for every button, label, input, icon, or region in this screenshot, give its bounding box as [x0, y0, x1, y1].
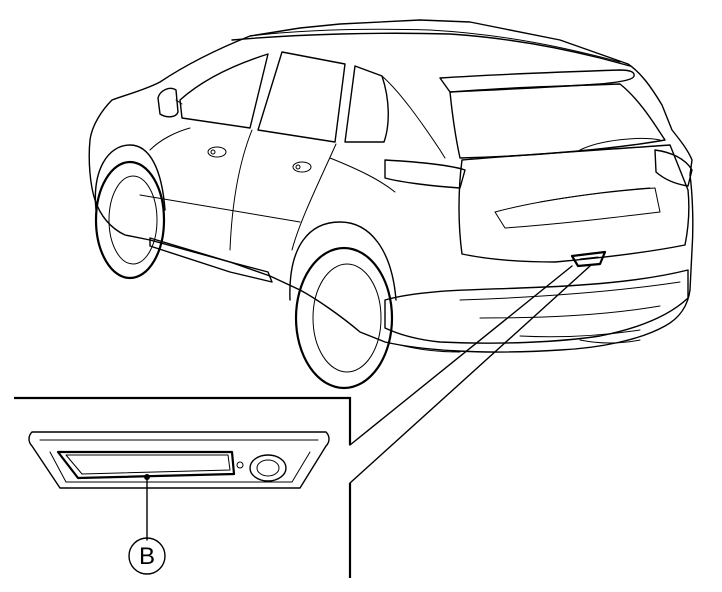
- callout-b-label: B: [128, 537, 166, 575]
- zoom-callout-lines: [349, 265, 591, 484]
- side-window-middle: [257, 51, 346, 143]
- callout-line-lower: [349, 265, 591, 484]
- rear-door-seam: [291, 143, 337, 251]
- rear-wheel-arch: [289, 221, 397, 301]
- side-window-front: [179, 53, 269, 129]
- rear-lamp-right: [654, 149, 693, 187]
- callout-b-pointer: [144, 474, 150, 541]
- side-mirror: [157, 87, 179, 118]
- vehicle-illustration: [88, 19, 694, 390]
- side-window-rear: [344, 65, 389, 143]
- callout-b-text: B: [139, 543, 155, 570]
- rear-wheel: [294, 246, 394, 390]
- vehicle-body-outline: [88, 19, 694, 353]
- front-wheel-arch: [94, 144, 166, 211]
- front-wheel: [94, 160, 166, 280]
- camera-lens-icon: [249, 454, 287, 482]
- tailgate-trim-housing: [28, 431, 330, 489]
- inset-frame: [14, 396, 352, 578]
- rear-bumper: [384, 269, 689, 344]
- rear-window: [449, 83, 666, 159]
- callout-line-upper: [349, 265, 573, 446]
- rear-lamp-left: [384, 159, 466, 189]
- rocker-panel: [149, 237, 273, 283]
- front-door-seam: [229, 129, 253, 251]
- rear-door-handle: [292, 161, 312, 173]
- roof-line: [249, 28, 621, 63]
- detail-inset: B: [14, 396, 352, 578]
- rear-spoiler: [439, 69, 635, 93]
- license-plate-recess: [494, 187, 661, 229]
- rear-lamp-strip: [579, 138, 661, 151]
- front-door-handle: [207, 146, 227, 158]
- roof-rail: [231, 32, 631, 67]
- component-location-marker: [570, 250, 607, 268]
- rear-pillar: [381, 75, 446, 159]
- license-plate-lamp: [56, 450, 244, 480]
- tailgate-panel: [458, 144, 690, 263]
